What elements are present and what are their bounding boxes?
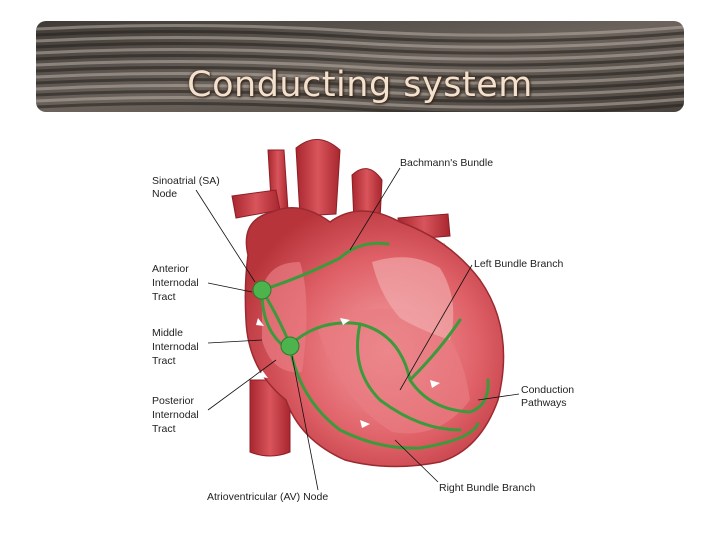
svg-text:Internodal: Internodal [152, 409, 199, 421]
svg-text:Tract: Tract [152, 355, 176, 367]
svg-text:Tract: Tract [152, 423, 176, 435]
leader-lines [195, 167, 520, 491]
svg-text:Tract: Tract [152, 291, 176, 303]
title-banner: Conducting system [36, 21, 684, 112]
label-posterior-internodal-tract: Posterior Internodal Tract [152, 395, 199, 435]
sa-node [252, 280, 272, 300]
conduction-pathways [260, 241, 490, 450]
av-node [280, 336, 300, 356]
label-av-node: Atrioventricular (AV) Node [207, 491, 328, 503]
sand-dune-background [36, 21, 684, 112]
svg-text:Conduction: Conduction [521, 384, 574, 396]
label-middle-internodal-tract: Middle Internodal Tract [152, 327, 199, 367]
svg-text:Sinoatrial (SA): Sinoatrial (SA) [152, 175, 220, 187]
svg-text:Node: Node [152, 188, 177, 200]
label-sa-node: Sinoatrial (SA) Node [152, 175, 220, 200]
svg-text:Anterior: Anterior [152, 263, 189, 275]
svg-text:Internodal: Internodal [152, 341, 199, 353]
slide-title: Conducting system [187, 65, 533, 105]
svg-text:Middle: Middle [152, 327, 183, 339]
label-anterior-internodal-tract: Anterior Internodal Tract [152, 263, 199, 303]
svg-text:Pathways: Pathways [521, 397, 567, 409]
label-bachmanns-bundle: Bachmann's Bundle [400, 157, 493, 169]
label-left-bundle-branch: Left Bundle Branch [474, 258, 563, 270]
svg-text:Internodal: Internodal [152, 277, 199, 289]
flow-arrows [256, 318, 440, 428]
label-right-bundle-branch: Right Bundle Branch [439, 482, 535, 494]
svg-text:Posterior: Posterior [152, 395, 195, 407]
label-conduction-pathways: Conduction Pathways [521, 384, 574, 409]
great-vessels [231, 139, 451, 457]
